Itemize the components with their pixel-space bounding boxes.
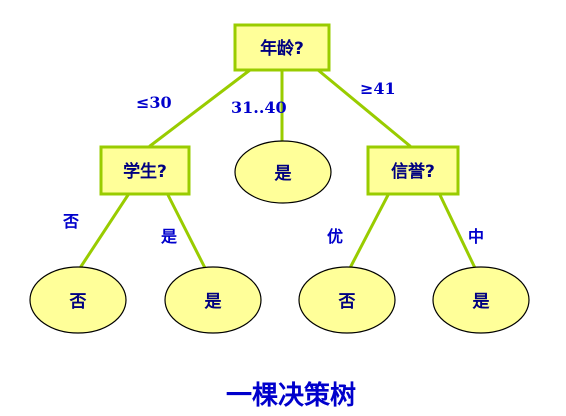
root-node-label: 年龄? bbox=[260, 38, 304, 59]
edge-credit-to-fair-leaf bbox=[438, 193, 477, 270]
mid-leaf-label: 是 bbox=[275, 164, 292, 184]
edge-label-student-no: 否 bbox=[62, 212, 79, 231]
credit-excellent-leaf-ellipse bbox=[298, 266, 396, 334]
edge-label-credit-fair: 中 bbox=[468, 227, 484, 246]
edge-label-student-yes: 是 bbox=[160, 227, 177, 246]
student-node-box bbox=[99, 145, 191, 196]
edge-label-credit-excellent: 优 bbox=[327, 227, 343, 246]
edge-student-to-yes-leaf bbox=[166, 193, 207, 270]
mid-leaf-ellipse bbox=[234, 140, 332, 204]
edge-root-to-credit bbox=[316, 68, 412, 148]
edge-label-age-mid: 31..40 bbox=[231, 98, 287, 117]
edge-label-age-high: ≥41 bbox=[360, 79, 396, 98]
edge-student-to-no-leaf bbox=[78, 193, 130, 270]
student-node-label: 学生? bbox=[123, 161, 167, 182]
credit-node-label: 信誉? bbox=[391, 161, 435, 182]
diagram-caption: 一棵决策树 bbox=[226, 380, 356, 411]
student-no-leaf-ellipse bbox=[29, 266, 127, 334]
student-no-leaf-label: 否 bbox=[69, 292, 87, 312]
edge-root-to-student bbox=[148, 68, 252, 148]
credit-node-box bbox=[366, 145, 460, 196]
root-node-box bbox=[233, 23, 331, 72]
edge-label-age-low: ≤30 bbox=[136, 93, 172, 112]
credit-fair-leaf-label: 是 bbox=[473, 292, 490, 312]
credit-fair-leaf-ellipse bbox=[432, 266, 530, 334]
student-yes-leaf-label: 是 bbox=[205, 292, 222, 312]
edge-credit-to-excellent-leaf bbox=[348, 193, 390, 270]
credit-excellent-leaf-label: 否 bbox=[338, 292, 356, 312]
student-yes-leaf-ellipse bbox=[164, 266, 262, 334]
